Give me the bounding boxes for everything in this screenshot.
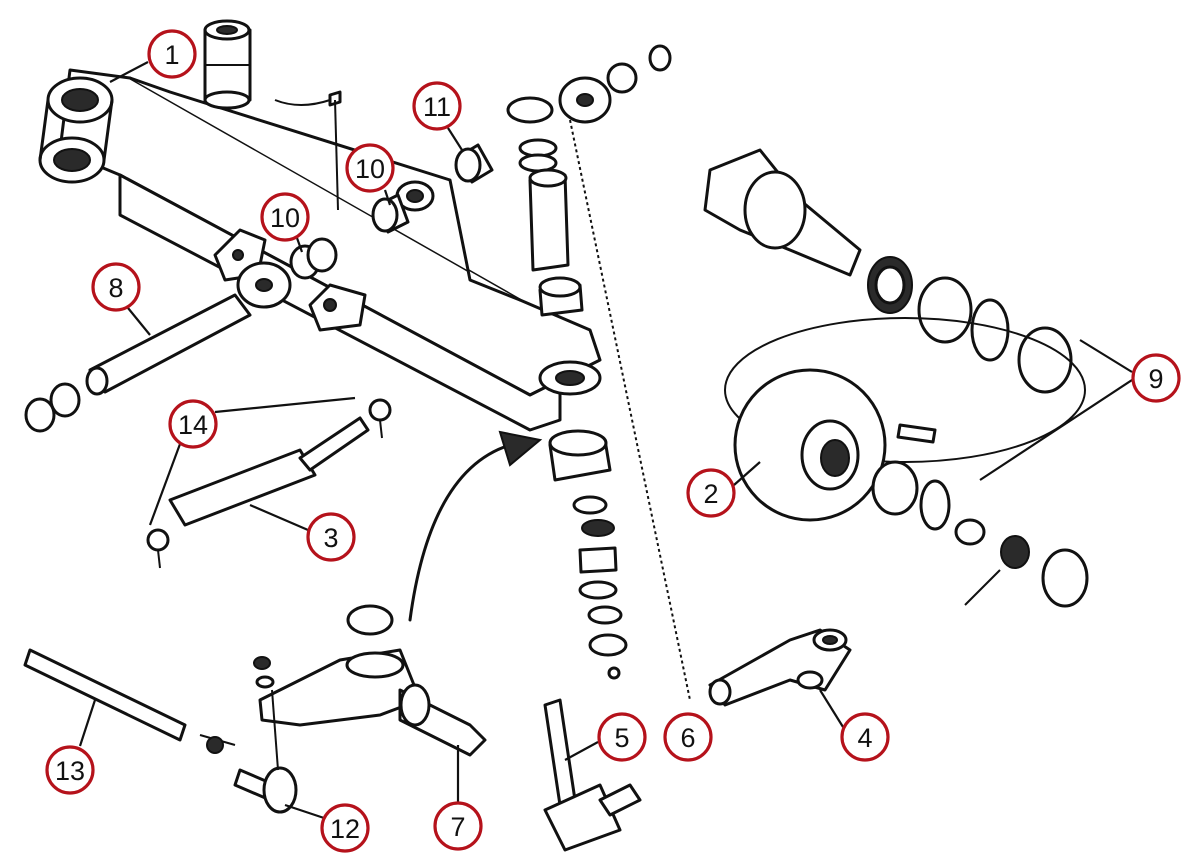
axle-beam (38, 68, 602, 432)
callout-number: 13 (55, 756, 85, 786)
callout-10: 10 (345, 143, 395, 193)
callout-number: 5 (614, 723, 629, 753)
callout-ring (147, 29, 197, 79)
spindle-shaft (703, 148, 862, 277)
callout-number: 12 (330, 814, 360, 844)
callout-number: 4 (857, 723, 872, 753)
wheel-hub-part-2 (733, 368, 1089, 608)
callout-ring (840, 712, 890, 762)
callout-2: 2 (686, 468, 736, 518)
pivot-pin-part-8 (24, 261, 292, 433)
bearing-set-part-9 (724, 256, 1086, 463)
callout-number: 10 (355, 154, 385, 184)
callout-number: 7 (450, 812, 465, 842)
callout-4: 4 (840, 712, 890, 762)
callout-number: 6 (680, 723, 695, 753)
callout-10: 10 (260, 192, 310, 242)
callout-number: 9 (1148, 364, 1163, 394)
callout-9: 9 (1131, 353, 1181, 403)
callout-number: 1 (164, 40, 179, 70)
callout-ring (91, 262, 141, 312)
callout-14: 14 (168, 399, 218, 449)
callout-number: 8 (108, 273, 123, 303)
callout-8: 8 (91, 262, 141, 312)
callout-12: 12 (320, 803, 370, 853)
callout-number: 3 (323, 523, 338, 553)
callout-ring (412, 81, 462, 131)
callout-ring (345, 143, 395, 193)
callout-ring (168, 399, 218, 449)
callout-11: 11 (412, 81, 462, 131)
callout-1: 1 (147, 29, 197, 79)
callout-ring (320, 803, 370, 853)
callout-number: 10 (270, 203, 300, 233)
spindle-part-5 (543, 698, 642, 852)
grease-fitting (274, 90, 342, 211)
steering-cylinder-part-3 (146, 398, 392, 569)
callout-3: 3 (306, 512, 356, 562)
bushing-part-10-lower (289, 237, 338, 280)
callout-number: 11 (423, 92, 451, 122)
bushing-part-10-upper (371, 193, 410, 234)
bushing-part-11 (454, 143, 494, 184)
callout-number: 14 (178, 410, 208, 440)
steering-knuckle-part-7 (258, 604, 487, 757)
callout-ring (260, 192, 310, 242)
callout-ring (686, 468, 736, 518)
shaft-part-13 (23, 648, 236, 754)
leader-lines (78, 61, 1133, 820)
callout-number: 2 (703, 479, 718, 509)
callout-ring (663, 712, 713, 762)
callout-ring (597, 712, 647, 762)
callout-5: 5 (597, 712, 647, 762)
callout-7: 7 (433, 801, 483, 851)
callout-ring (433, 801, 483, 851)
callout-ring (306, 512, 356, 562)
callout-13: 13 (45, 745, 95, 795)
bushing-part-1 (203, 19, 252, 110)
king-pin-stack-part-6 (506, 44, 691, 701)
steering-arm-part-4 (708, 628, 852, 707)
assembly-arrow (408, 430, 543, 622)
callout-6: 6 (663, 712, 713, 762)
callout-ring (45, 745, 95, 795)
callout-ring (1131, 353, 1181, 403)
tie-rod-end-part-12 (233, 656, 298, 814)
